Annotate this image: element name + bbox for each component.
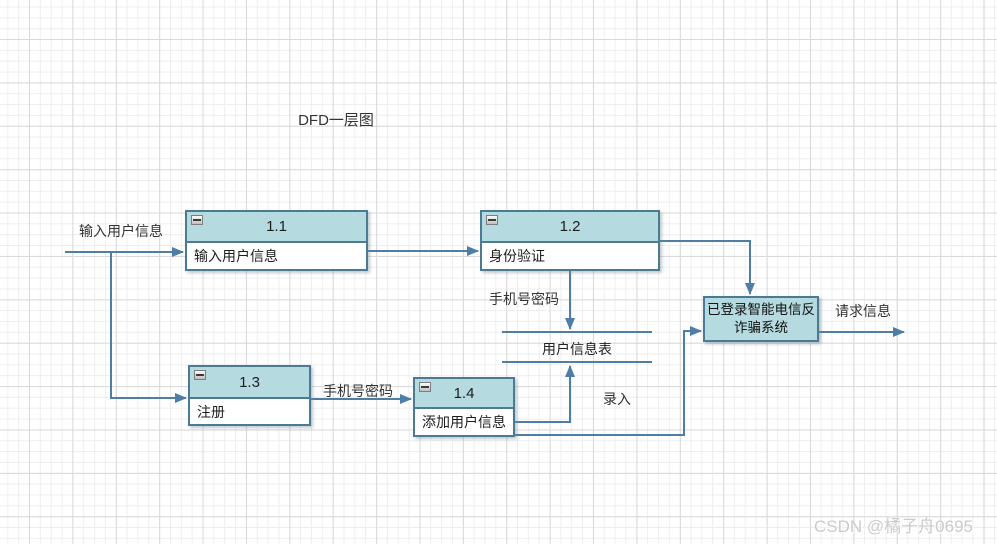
flow-label-input-user-info[interactable]: 输入用户信息 <box>79 223 163 239</box>
flow-1-2-to-entity[interactable] <box>658 240 755 295</box>
process-1-1-id: 1.1 <box>266 218 287 235</box>
process-1-2-id: 1.2 <box>559 218 581 235</box>
minus-icon <box>488 219 496 221</box>
process-1-3-id: 1.3 <box>239 373 260 391</box>
process-1-4[interactable]: 1.4 添加用户信息 <box>413 377 515 437</box>
flow-label-record-entry[interactable]: 录入 <box>603 391 631 407</box>
external-entity[interactable]: 已登录智能电信反诈骗系统 <box>703 296 819 342</box>
flow-label-phone-password-top[interactable]: 手机号密码 <box>489 291 559 307</box>
process-1-4-header: 1.4 <box>415 379 513 409</box>
process-1-2-label: 身份验证 <box>482 243 658 269</box>
collapse-icon[interactable] <box>191 215 203 225</box>
process-1-3-label: 注册 <box>190 399 309 424</box>
process-1-3-header: 1.3 <box>190 367 309 399</box>
process-1-4-id: 1.4 <box>453 384 475 402</box>
collapse-icon[interactable] <box>194 370 206 380</box>
process-1-1-header: 1.1 <box>187 212 366 243</box>
process-1-1-label: 输入用户信息 <box>187 243 366 269</box>
minus-icon <box>421 386 429 388</box>
collapse-icon[interactable] <box>419 382 431 392</box>
process-1-3[interactable]: 1.3 注册 <box>188 365 311 426</box>
flow-input-to-process-1-3[interactable] <box>110 252 187 403</box>
datastore-label[interactable]: 用户信息表 <box>542 341 612 357</box>
process-1-4-label: 添加用户信息 <box>415 409 513 435</box>
diagram-title[interactable]: DFD一层图 <box>298 112 374 129</box>
watermark: CSDN @橘子舟0695 <box>814 517 973 536</box>
minus-icon <box>193 219 201 221</box>
flow-label-phone-password-bottom[interactable]: 手机号密码 <box>323 383 393 399</box>
flow-1-4-to-datastore[interactable] <box>515 365 575 423</box>
process-1-1[interactable]: 1.1 输入用户信息 <box>185 210 368 271</box>
process-1-2[interactable]: 1.2 身份验证 <box>480 210 660 271</box>
flow-label-request-info[interactable]: 请求信息 <box>835 303 891 319</box>
minus-icon <box>196 374 204 376</box>
flow-1-4-to-entity[interactable] <box>515 326 702 436</box>
collapse-icon[interactable] <box>486 215 498 225</box>
process-1-2-header: 1.2 <box>482 212 658 243</box>
